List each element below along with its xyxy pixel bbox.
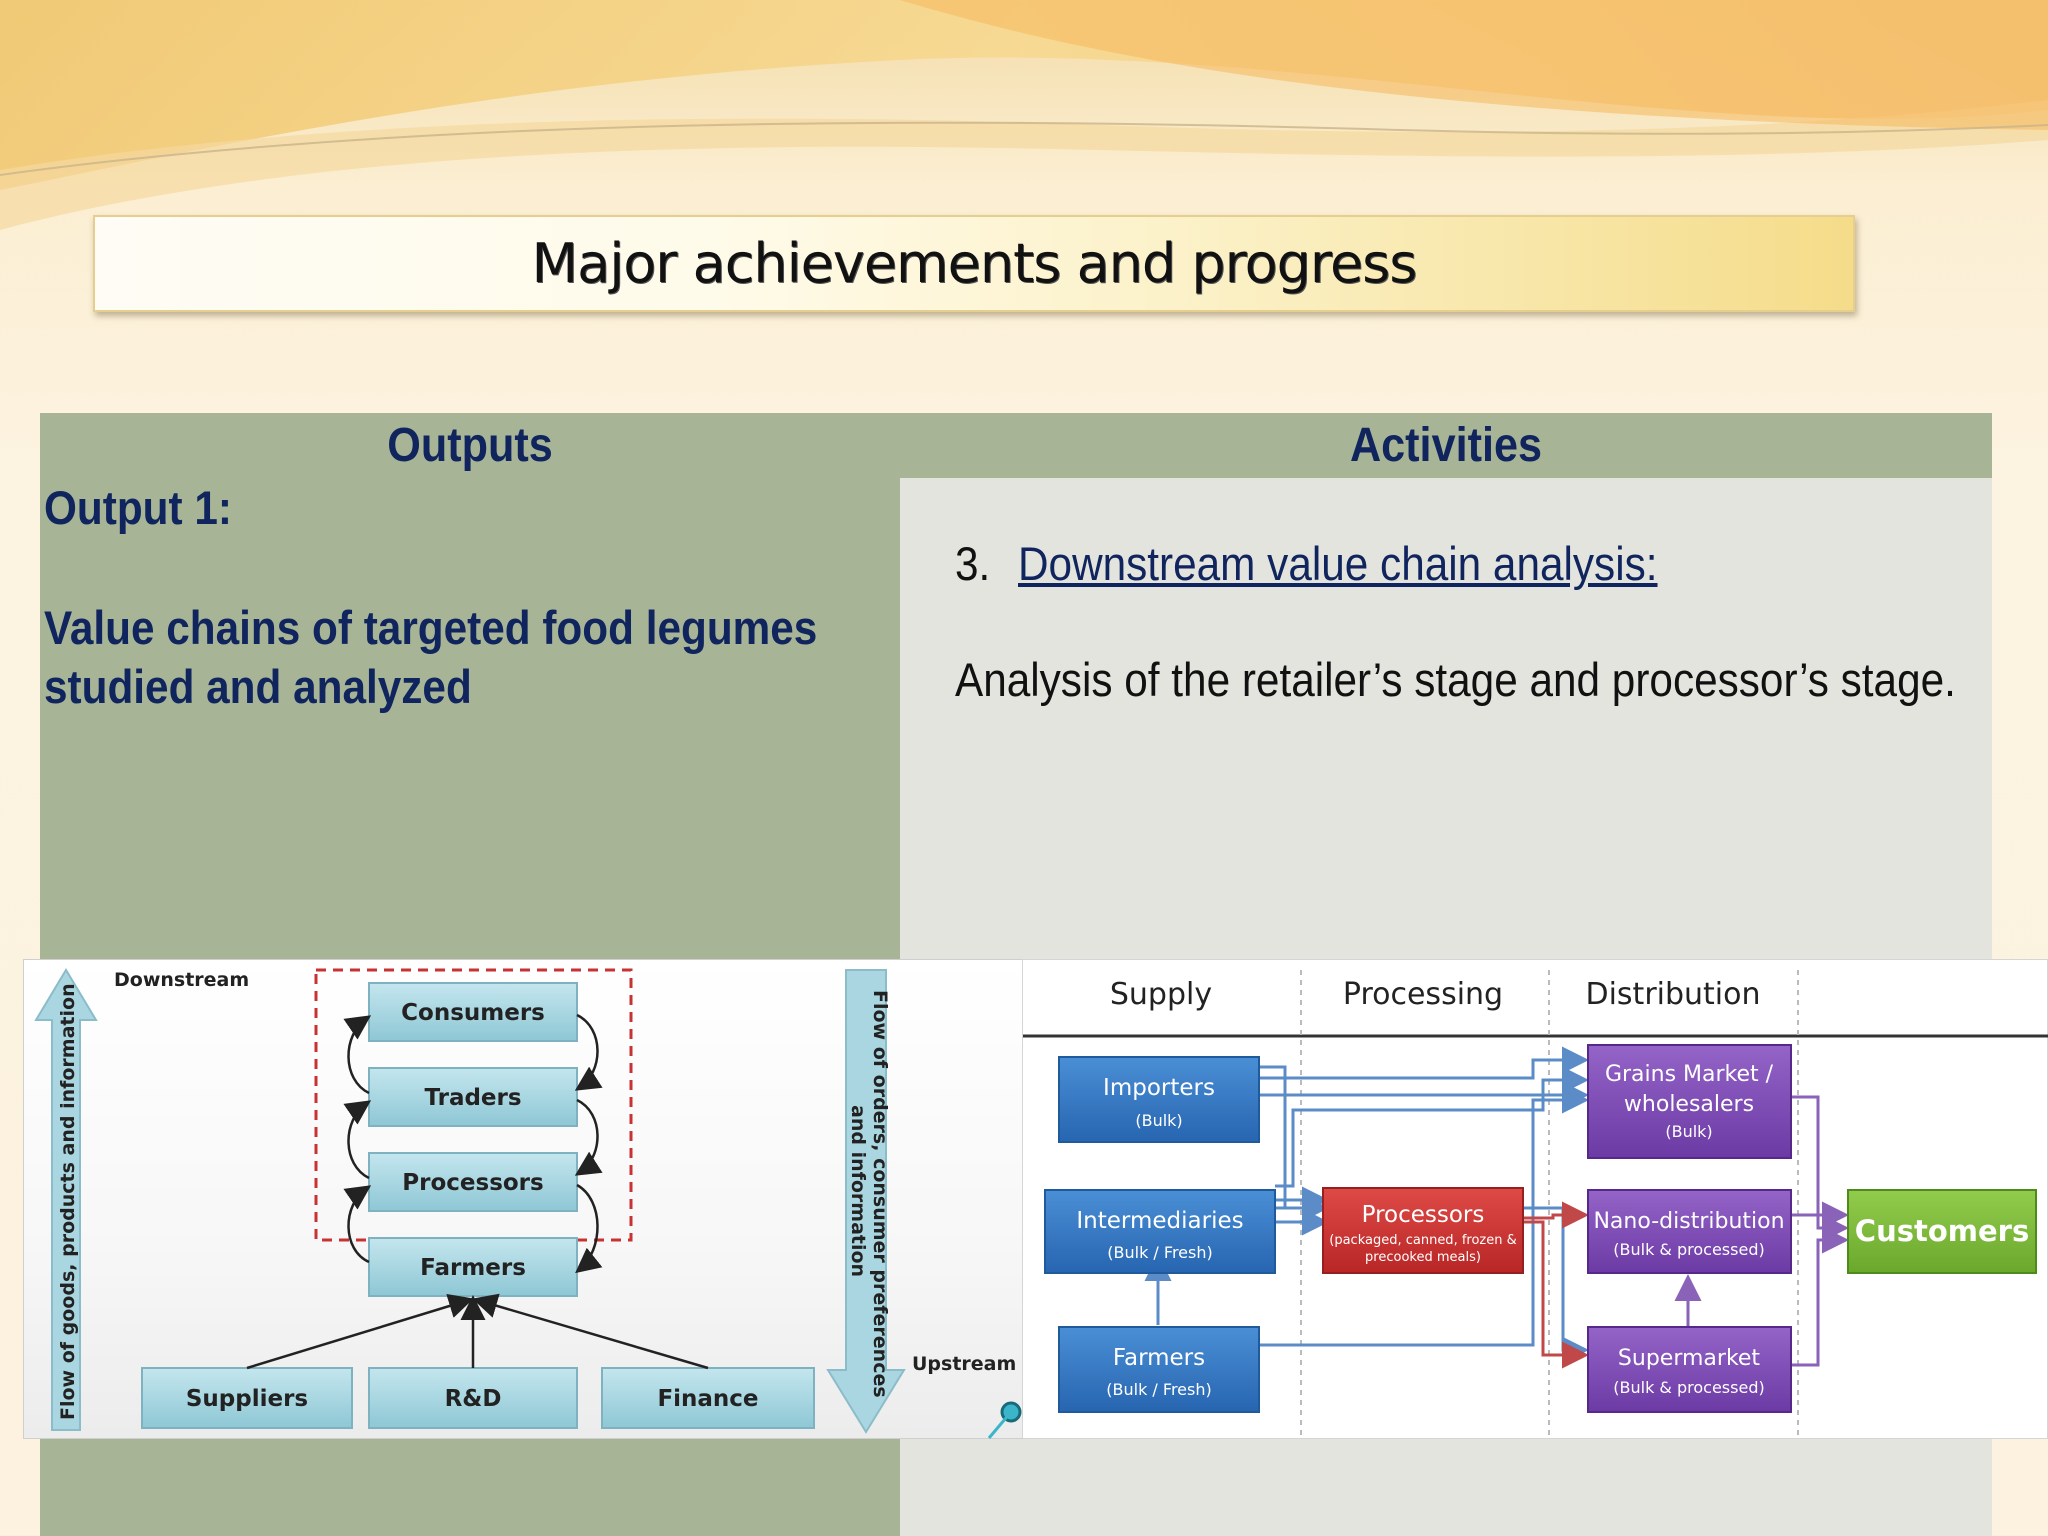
activities-header: Activities	[1349, 419, 1543, 472]
intermediaries-sub: (Bulk / Fresh)	[1107, 1243, 1212, 1262]
importers-sub: (Bulk)	[1135, 1111, 1182, 1130]
box-nano-distribution: Nano-distribution (Bulk & processed)	[1587, 1189, 1792, 1274]
box-supermarket: Supermarket (Bulk & processed)	[1587, 1326, 1792, 1413]
left-arrow-label: Flow of goods, products and information	[57, 983, 79, 1420]
supermarket-label: Supermarket	[1618, 1346, 1761, 1371]
input-box-finance: Finance	[601, 1367, 815, 1429]
right-arrow-label-2: and information	[847, 1105, 869, 1277]
nano-sub: (Bulk & processed)	[1613, 1240, 1764, 1259]
value-chain-flow-diagram: Flow of goods, products and information …	[23, 959, 1023, 1439]
nano-label: Nano-distribution	[1593, 1209, 1784, 1234]
grains-label-1: Grains Market /	[1605, 1062, 1774, 1087]
box-grains-market: Grains Market / wholesalers (Bulk)	[1587, 1044, 1792, 1159]
upward-flow-arrow	[34, 968, 98, 1431]
supermarket-sub: (Bulk & processed)	[1613, 1378, 1764, 1397]
farmers-sub: (Bulk / Fresh)	[1106, 1380, 1211, 1399]
chain-box-traders: Traders	[368, 1067, 578, 1127]
grains-label-2: wholesalers	[1624, 1092, 1754, 1117]
activity-item: 3. Downstream value chain analysis:	[955, 536, 1658, 591]
farmers-label: Farmers	[1113, 1345, 1205, 1371]
activity-link[interactable]: Downstream value chain analysis:	[1018, 537, 1658, 590]
right-arrow-label-1: Flow of orders, consumer preferences	[869, 990, 891, 1398]
grains-sub: (Bulk)	[1665, 1122, 1712, 1141]
activity-number: 3.	[955, 537, 991, 590]
activity-description: Analysis of the retailer’s stage and pro…	[955, 653, 1956, 706]
output-title: Output 1:	[44, 481, 232, 534]
slide-title-banner: Major achievements and progress	[93, 215, 1855, 312]
box-importers: Importers (Bulk)	[1058, 1056, 1260, 1143]
downward-flow-arrow	[826, 969, 906, 1434]
suppliers-label: Suppliers	[186, 1386, 308, 1412]
input-box-rnd: R&D	[368, 1367, 578, 1429]
finance-label: Finance	[657, 1386, 758, 1412]
box-intermediaries: Intermediaries (Bulk / Fresh)	[1044, 1189, 1276, 1274]
intermediaries-label: Intermediaries	[1076, 1208, 1243, 1234]
output-description: Value chains of targeted food legumes st…	[44, 601, 818, 713]
column-supply: Supply	[1110, 977, 1212, 1012]
box-customers: Customers	[1847, 1189, 2037, 1274]
column-distribution: Distribution	[1585, 977, 1760, 1012]
consumers-label: Consumers	[401, 1000, 545, 1026]
background-waves	[0, 0, 2048, 230]
upstream-label: Upstream	[912, 1353, 1016, 1375]
chain-box-consumers: Consumers	[368, 982, 578, 1042]
box-farmers: Farmers (Bulk / Fresh)	[1058, 1326, 1260, 1413]
slide-title: Major achievements and progress	[531, 232, 1418, 295]
outputs-header: Outputs	[387, 419, 553, 472]
downstream-label: Downstream	[114, 969, 249, 991]
column-processing: Processing	[1343, 977, 1503, 1012]
chain-dashed-frame	[314, 968, 633, 1242]
processors-label: Processors	[1362, 1202, 1485, 1228]
chain-box-processors: Processors	[368, 1152, 578, 1212]
input-box-suppliers: Suppliers	[141, 1367, 353, 1429]
box-processors: Processors (packaged, canned, frozen & p…	[1322, 1187, 1524, 1274]
activities-header-panel	[900, 413, 1992, 478]
customers-label: Customers	[1855, 1214, 2029, 1248]
rnd-label: R&D	[445, 1386, 502, 1412]
processors-sub-1: (packaged, canned, frozen &	[1329, 1233, 1517, 1248]
traders-label: Traders	[424, 1085, 521, 1111]
importers-label: Importers	[1103, 1075, 1215, 1101]
processors-sub-2: precooked meals)	[1365, 1250, 1481, 1265]
farmers-label: Farmers	[420, 1255, 526, 1281]
supply-chain-diagram: Supply Processing Distribution Importers…	[1022, 959, 2048, 1440]
processors-label: Processors	[402, 1170, 543, 1196]
chain-box-farmers: Farmers	[368, 1237, 578, 1297]
